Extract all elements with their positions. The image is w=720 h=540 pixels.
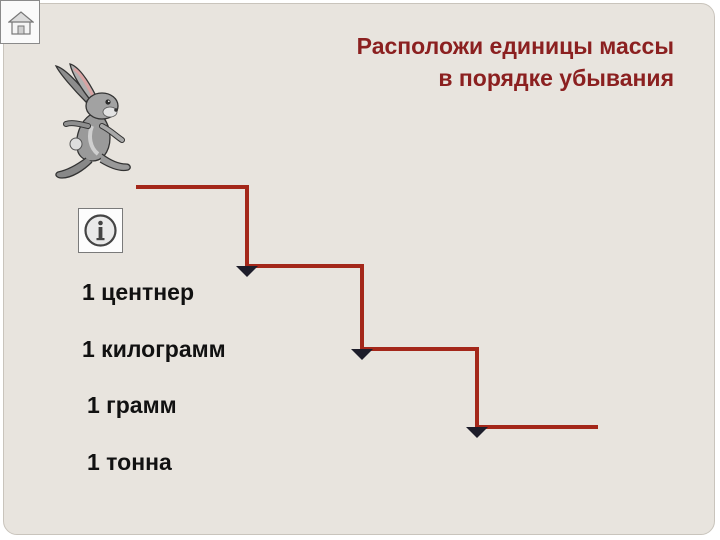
info-button[interactable] (78, 208, 123, 253)
unit-item-gram[interactable]: 1 грамм (87, 392, 177, 418)
running-rabbit-illustration (54, 63, 131, 179)
home-button[interactable] (0, 0, 40, 44)
unit-item-kilogram[interactable]: 1 килограмм (82, 336, 226, 362)
stair-arrow-2 (351, 349, 373, 360)
stair-step-2 (245, 264, 364, 351)
stair-arrow-1 (236, 266, 258, 277)
unit-item-centner[interactable]: 1 центнер (82, 279, 195, 305)
slide-canvas (3, 3, 715, 535)
home-icon (8, 11, 34, 35)
task-title-line1: Расположи единицы массы (356, 33, 674, 59)
unit-item-tonne[interactable]: 1 тонна (87, 449, 172, 475)
task-title-line2: в порядке убывания (438, 65, 674, 91)
stair-step-3 (360, 347, 479, 429)
stair-arrow-3 (466, 427, 488, 438)
stair-step-1 (136, 185, 249, 268)
info-icon (84, 214, 117, 247)
task-title: Расположи единицы массы в порядке убыван… (357, 30, 674, 94)
